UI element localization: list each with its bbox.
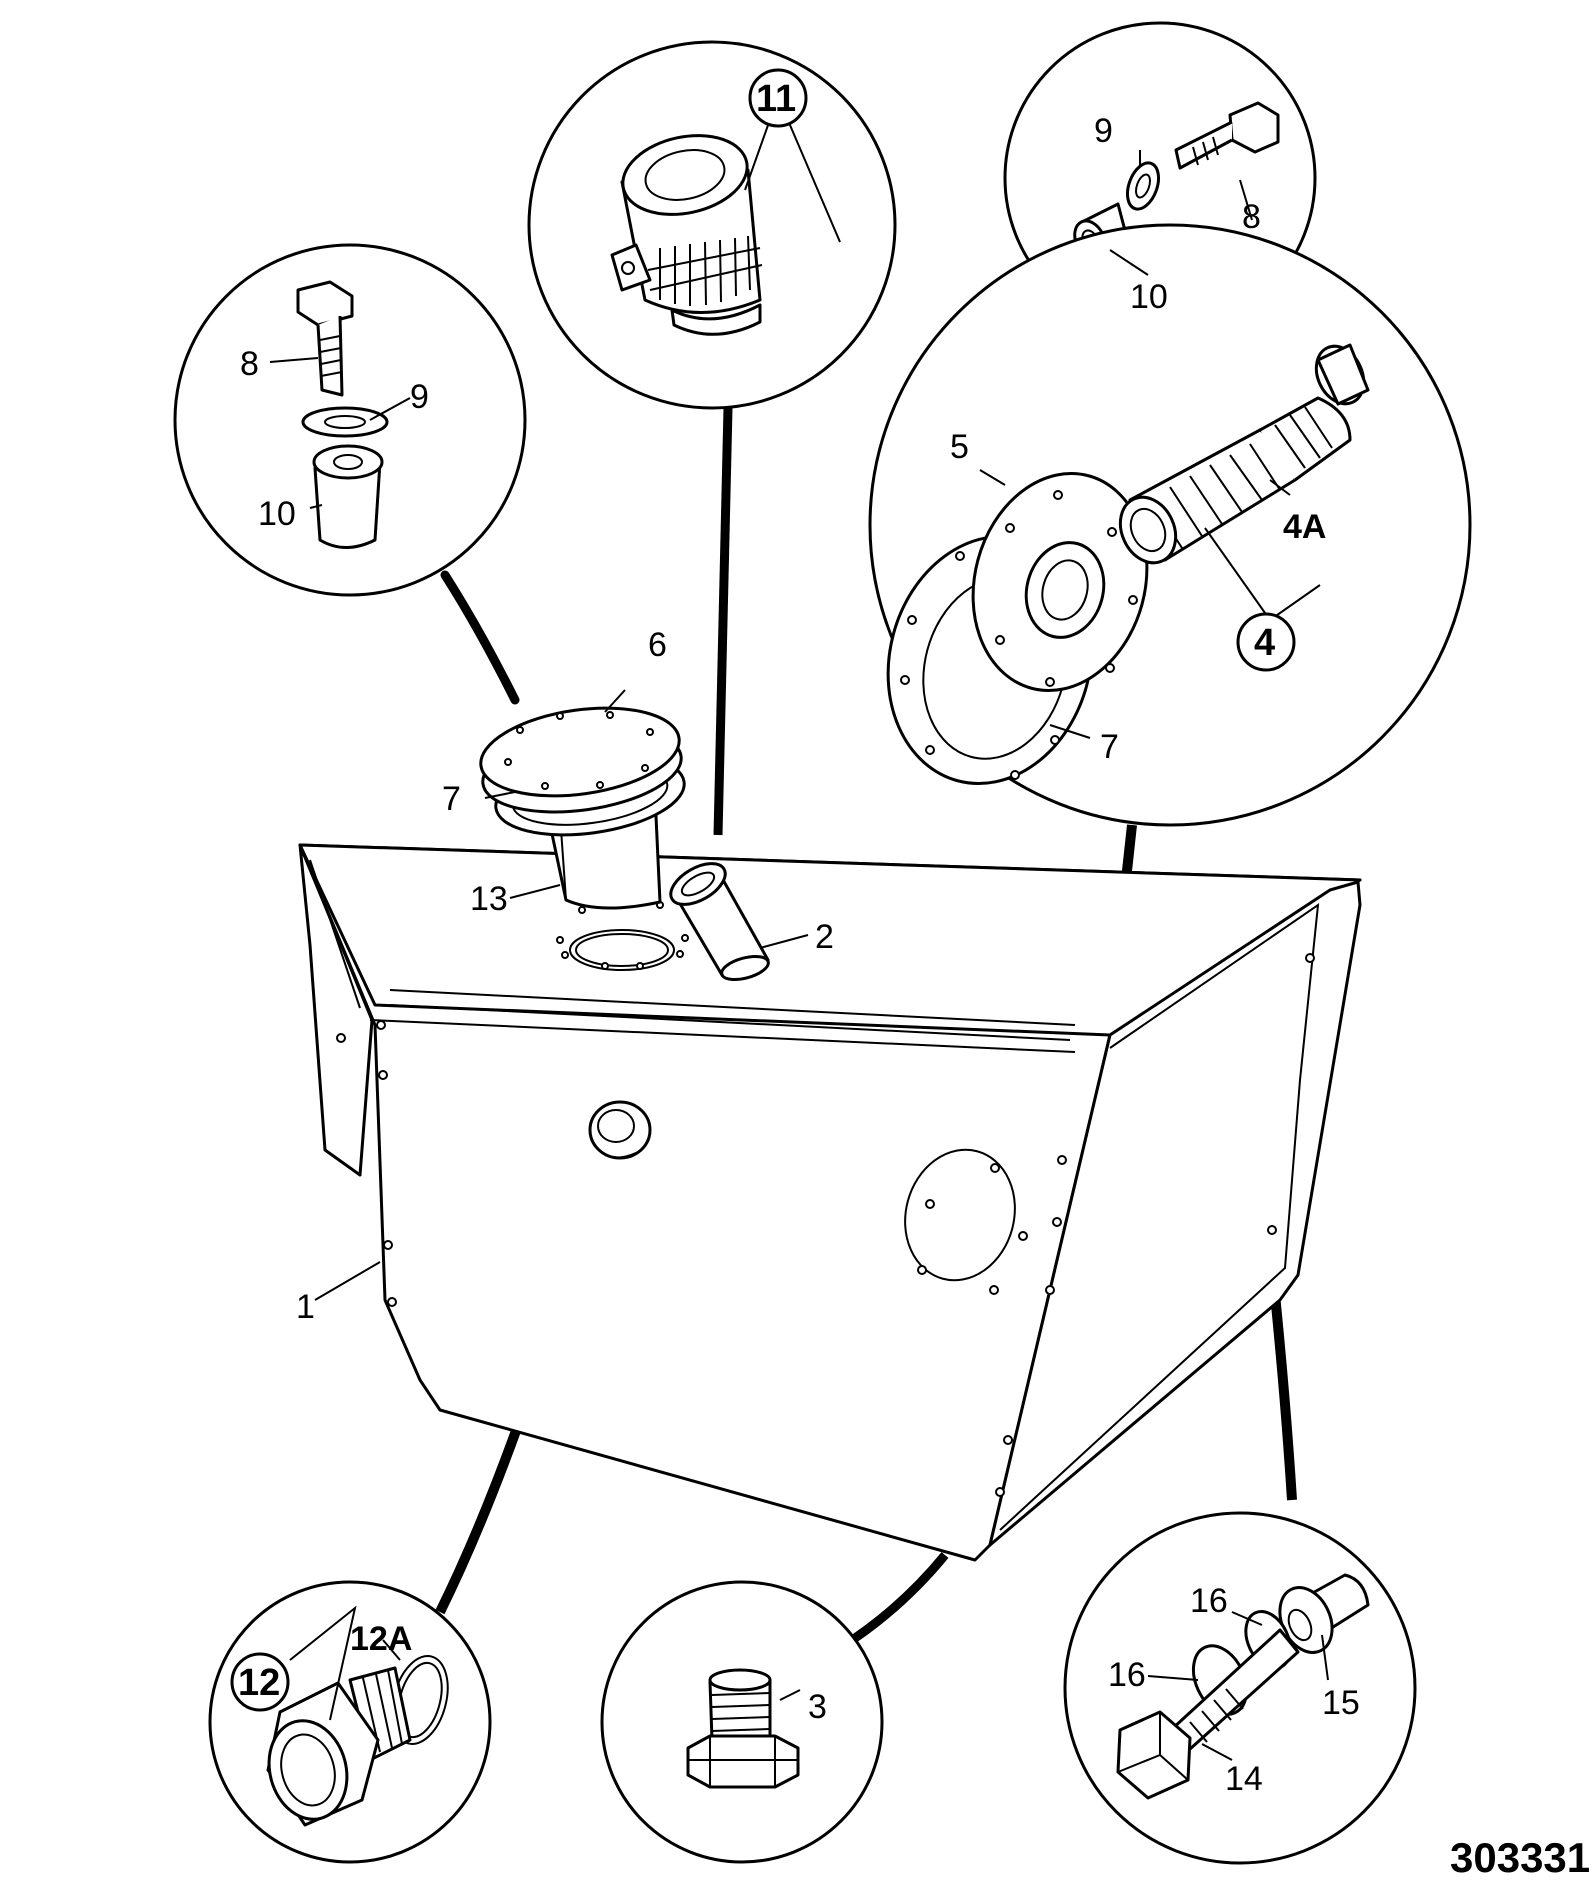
callout-4-circled: 4 — [1236, 612, 1296, 672]
callout-10-right: 10 — [1130, 278, 1168, 316]
callout-4: 4 — [1254, 622, 1275, 664]
detail-circle-drain-plug — [600, 1580, 884, 1864]
callout-16-top: 16 — [1190, 1582, 1228, 1620]
callout-4a: 4A — [1283, 508, 1326, 546]
detail-circle-filler-cap — [527, 40, 897, 410]
callout-14: 14 — [1225, 1760, 1263, 1798]
detail-circle-sight-gauge — [208, 1580, 492, 1864]
tank-side-flange-opening — [904, 1148, 1028, 1295]
callout-5: 5 — [950, 428, 969, 466]
callout-10-left: 10 — [258, 495, 296, 533]
callout-13: 13 — [470, 880, 508, 918]
detail-circle-mount-bolt — [1063, 1511, 1417, 1865]
tank-sight-gauge-boss — [588, 1100, 652, 1160]
callout-11: 11 — [756, 78, 796, 120]
callout-1: 1 — [296, 1288, 315, 1326]
detail-circle-suction-filter — [868, 223, 1472, 827]
detail-circle-bolt-left — [173, 243, 527, 597]
callout-15: 15 — [1322, 1684, 1360, 1722]
callout-9-right: 9 — [1094, 112, 1113, 150]
callout-3: 3 — [808, 1688, 827, 1726]
callout-16-left: 16 — [1108, 1656, 1146, 1694]
callout-9-left: 9 — [410, 378, 429, 416]
callout-12: 12 — [238, 1662, 280, 1704]
callout-6: 6 — [648, 626, 667, 664]
callout-7-flange: 7 — [1100, 728, 1119, 766]
fill-plate-assembly — [479, 706, 686, 910]
callout-8-right: 8 — [1242, 198, 1261, 236]
callout-2: 2 — [815, 918, 834, 956]
filler-neck-2 — [669, 862, 770, 981]
callouts: 1 2 3 4 4A 5 6 7 7 8 8 9 9 10 10 11 12 1… — [230, 68, 1360, 1798]
callout-12a: 12A — [350, 1620, 412, 1658]
callout-7-tank: 7 — [442, 780, 461, 818]
callout-12-circled: 12 — [230, 1652, 290, 1712]
figure-number: 303331 — [1450, 1834, 1590, 1881]
callout-8-left: 8 — [240, 345, 259, 383]
leader-lines — [269, 96, 1329, 1761]
callout-11-circled: 11 — [748, 68, 808, 128]
